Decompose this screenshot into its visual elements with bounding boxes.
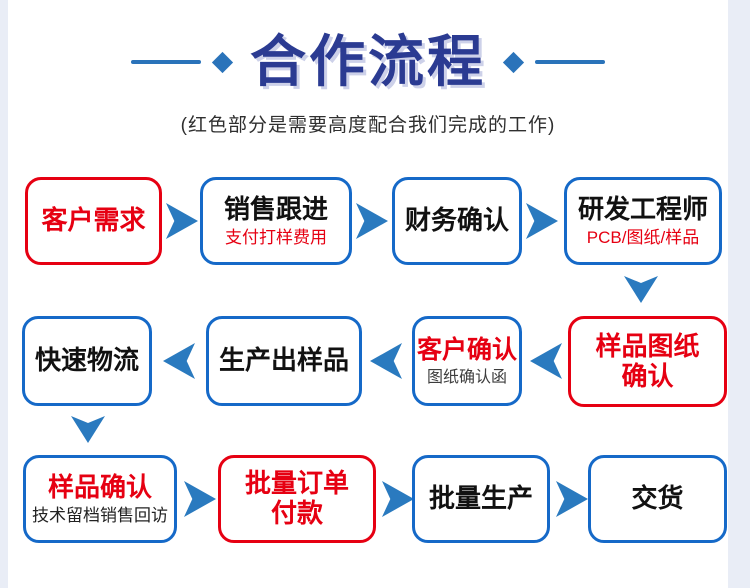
step-label: 财务确认 (404, 205, 509, 236)
step-delivery: 交货 (588, 455, 727, 543)
decoration-line-left (131, 60, 201, 64)
diamond-icon (502, 51, 525, 73)
arrow-down-icon (71, 416, 105, 443)
step-label: 研发工程师 (577, 193, 708, 224)
step-label: 销售跟进 (223, 193, 328, 224)
decoration-line-right (535, 60, 605, 64)
step-label: 批量生产 (428, 483, 533, 514)
step-bulk-order-payment: 批量订单 付款 (218, 455, 376, 543)
diamond-icon (211, 51, 234, 73)
step-label: 快速物流 (34, 345, 139, 376)
step-label: 样品图纸 确认 (595, 330, 700, 391)
step-sublabel: 图纸确认函 (426, 368, 507, 386)
page-title: 合作流程 (250, 30, 486, 93)
step-sublabel: 技术留档销售回访 (32, 505, 168, 525)
step-sales-follow-up: 销售跟进 支付打样费用 (200, 177, 352, 265)
arrow-right-icon (556, 481, 588, 517)
arrow-left-icon (370, 343, 402, 379)
step-label: 客户确认 (416, 335, 517, 364)
arrow-left-icon (163, 343, 195, 379)
arrow-right-icon (356, 203, 388, 239)
step-mass-production: 批量生产 (412, 455, 550, 543)
step-label: 生产出样品 (218, 345, 349, 376)
step-label: 客户需求 (41, 205, 146, 236)
step-finance-confirm: 财务确认 (392, 177, 522, 265)
step-label: 交货 (631, 483, 684, 514)
step-sublabel: 支付打样费用 (225, 227, 327, 247)
subtitle: (红色部分是需要高度配合我们完成的工作) (180, 115, 556, 136)
header: 合作流程 (8, 22, 728, 102)
step-customer-confirm: 客户确认 图纸确认函 (412, 316, 522, 406)
arrow-right-icon (184, 481, 216, 517)
step-sublabel: PCB/图纸/样品 (586, 227, 700, 247)
arrow-right-icon (166, 203, 198, 239)
step-sample-confirm: 样品确认 技术留档销售回访 (23, 455, 177, 543)
step-rd-engineer: 研发工程师 PCB/图纸/样品 (564, 177, 722, 265)
step-label: 样品确认 (47, 471, 152, 502)
step-sample-drawing-confirm: 样品图纸 确认 (568, 316, 727, 407)
arrow-right-icon (382, 481, 414, 517)
step-customer-requirement: 客户需求 (25, 177, 162, 265)
arrow-right-icon (526, 203, 558, 239)
arrow-down-icon (624, 276, 658, 303)
step-produce-sample: 生产出样品 (206, 316, 362, 406)
arrow-left-icon (530, 343, 562, 379)
step-label: 批量订单 付款 (244, 468, 349, 528)
step-fast-logistics: 快速物流 (22, 316, 152, 406)
